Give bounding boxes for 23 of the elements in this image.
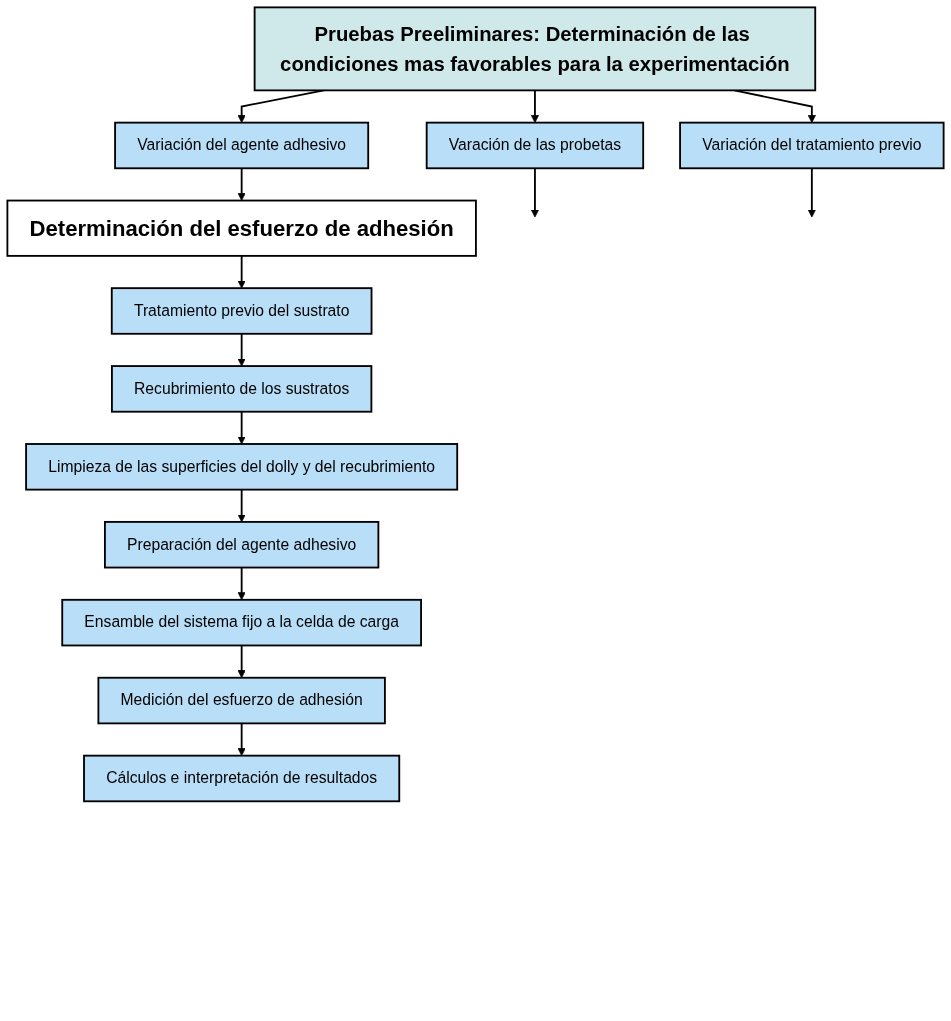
node-box: Preparación del agente adhesivo — [104, 521, 380, 569]
arrow — [237, 410, 246, 445]
node-box: Medición del esfuerzo de adhesión — [97, 676, 386, 725]
arrow — [807, 167, 816, 218]
node-box: Limpieza de las superficies del dolly y del recubrimiento — [25, 443, 459, 491]
arrow — [237, 488, 246, 523]
arrow — [237, 644, 246, 679]
arrow — [237, 722, 246, 756]
arrow — [237, 254, 246, 289]
node-box: Determinación del esfuerzo de adhesión — [6, 199, 477, 257]
arrow — [237, 167, 246, 201]
arrow — [237, 566, 246, 601]
node-box: Pruebas Preeliminares: Determinación de las condiciones mas favorables para la experimentación — [253, 6, 817, 92]
arrow — [237, 332, 246, 367]
node-box: Varación de las probetas — [425, 121, 645, 170]
node-box: Variación del tratamiento previo — [679, 121, 945, 170]
arrow — [530, 89, 539, 123]
node-box: Ensamble del sistema fijo a la celda de carga — [61, 598, 422, 647]
node-box: Recubrimiento de los sustratos — [111, 365, 373, 413]
node-box: Cálculos e interpretación de resultados — [83, 754, 401, 803]
arrow — [530, 167, 539, 218]
node-box: Variación del agente adhesivo — [114, 121, 370, 170]
node-box: Tratamiento previo del sustrato — [110, 287, 373, 335]
